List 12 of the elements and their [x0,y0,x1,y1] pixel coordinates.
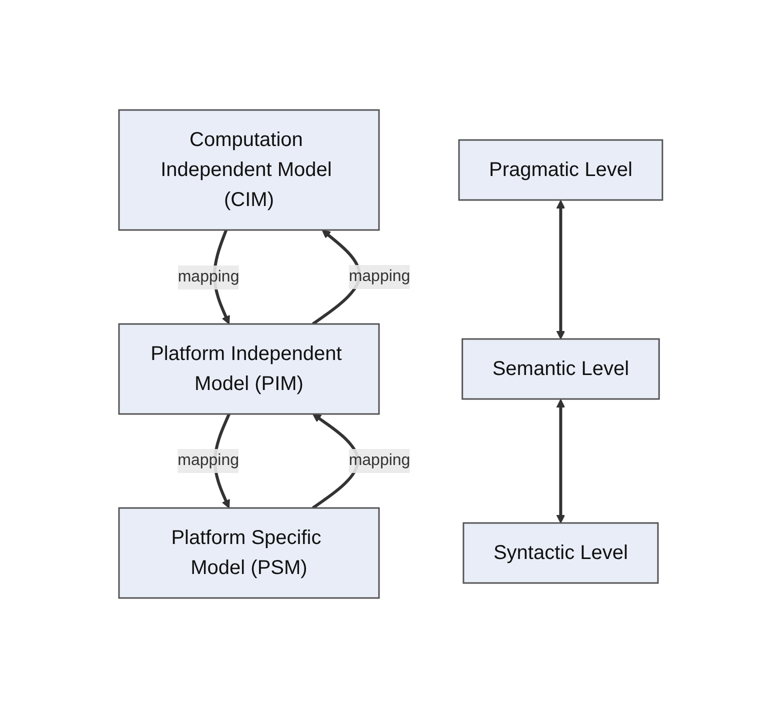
node-box: Computation Independent Model (CIM) [118,109,380,231]
edge-label: mapping [177,452,239,469]
node-box: Pragmatic Level [458,139,663,201]
edge-label: mapping [178,268,240,286]
arrow [556,200,565,340]
node-box: Platform Specific Model (PSM) [118,507,380,599]
node-box: Syntactic Level [462,522,658,584]
edge-label: mapping [348,268,410,285]
node-box: Platform Independent Model (PIM) [118,323,380,415]
edge-label: mapping [348,452,410,469]
arrow [556,399,565,524]
node-box: Semantic Level [461,338,660,400]
